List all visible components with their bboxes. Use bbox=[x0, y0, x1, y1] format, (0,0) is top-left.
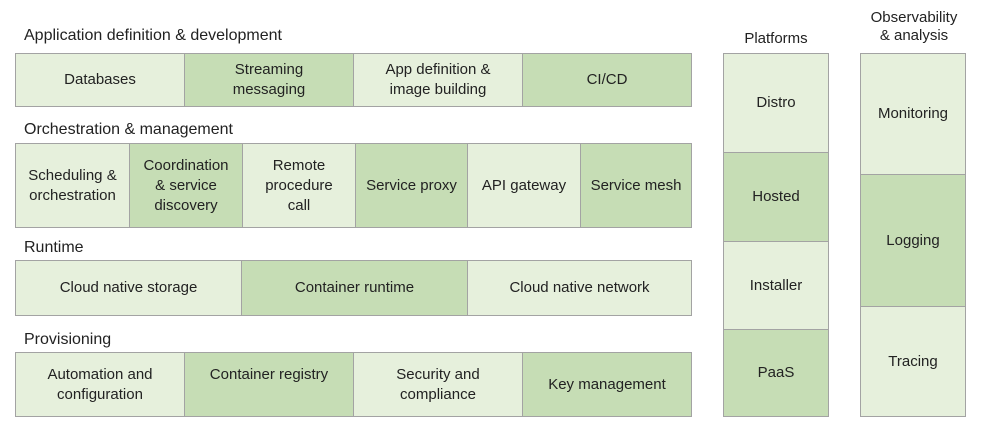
section-title-runtime: Runtime bbox=[24, 239, 84, 256]
platforms-title: Platforms bbox=[744, 30, 808, 47]
section-title-provisioning: Provisioning bbox=[24, 331, 112, 348]
app-dev-row: Databases Streaming messaging App defini… bbox=[15, 53, 692, 107]
cell-hosted: Hosted bbox=[724, 153, 828, 242]
cell-distro: Distro bbox=[724, 54, 828, 153]
cell-logging: Logging bbox=[861, 175, 965, 307]
cell-tracing: Tracing bbox=[861, 307, 965, 416]
cell-app-definition: App definition & image building bbox=[354, 54, 523, 106]
cell-installer: Installer bbox=[724, 242, 828, 330]
cell-scheduling: Scheduling & orchestration bbox=[16, 144, 130, 227]
cell-container-runtime: Container runtime bbox=[242, 261, 468, 315]
observability-title: Observability & analysis bbox=[870, 9, 958, 44]
section-title-app-dev: Application definition & development bbox=[24, 27, 282, 44]
cell-automation: Automation and configuration bbox=[16, 353, 185, 416]
observability-column: Monitoring Logging Tracing bbox=[860, 53, 966, 417]
cell-streaming-messaging: Streaming messaging bbox=[185, 54, 354, 106]
provisioning-row: Automation and configuration Container r… bbox=[15, 352, 692, 417]
cell-api-gateway: API gateway bbox=[468, 144, 581, 227]
cell-paas: PaaS bbox=[724, 330, 828, 416]
cell-ci-cd: CI/CD bbox=[523, 54, 691, 106]
cell-service-mesh: Service mesh bbox=[581, 144, 691, 227]
platforms-column: Distro Hosted Installer PaaS bbox=[723, 53, 829, 417]
cell-service-proxy: Service proxy bbox=[356, 144, 468, 227]
cell-coordination: Coordination & service discovery bbox=[130, 144, 243, 227]
cell-container-registry: Container registry bbox=[185, 353, 354, 416]
cell-rpc: Remote procedure call bbox=[243, 144, 356, 227]
cell-key-management: Key management bbox=[523, 353, 691, 416]
cell-monitoring: Monitoring bbox=[861, 54, 965, 175]
section-title-orchestration: Orchestration & management bbox=[24, 121, 233, 138]
cell-cloud-native-network: Cloud native network bbox=[468, 261, 691, 315]
cell-databases: Databases bbox=[16, 54, 185, 106]
cell-security-compliance: Security and compliance bbox=[354, 353, 523, 416]
cell-cloud-native-storage: Cloud native storage bbox=[16, 261, 242, 315]
orchestration-row: Scheduling & orchestration Coordination … bbox=[15, 143, 692, 228]
runtime-row: Cloud native storage Container runtime C… bbox=[15, 260, 692, 316]
